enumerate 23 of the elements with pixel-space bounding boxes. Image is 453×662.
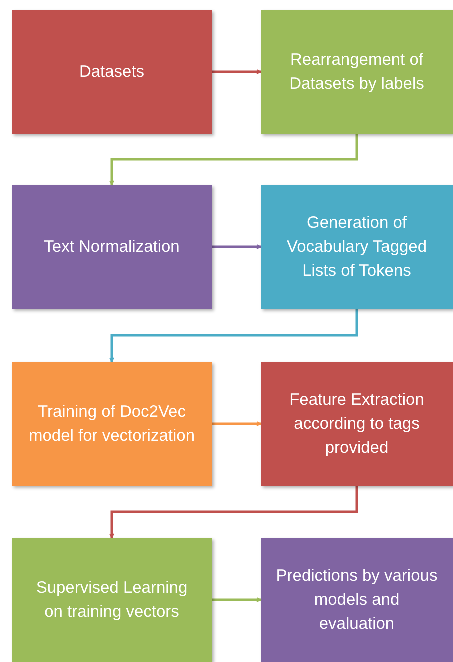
arrow [110, 486, 358, 538]
box-label: Datasets [79, 62, 145, 83]
box-label: Generation of Vocabulary Tagged Lists of Tokens [286, 213, 428, 282]
arrow [212, 598, 262, 602]
arrow [212, 244, 262, 250]
process-box [12, 362, 212, 486]
box-label: Text Normalization [44, 237, 180, 258]
arrow [212, 422, 262, 426]
arrow [110, 134, 358, 186]
arrow [110, 309, 358, 362]
box-label: Rearrangement of Datasets by labels [288, 50, 426, 95]
process-box [261, 538, 453, 662]
box-label: Predictions by various models and evaluation [275, 566, 439, 635]
process-box [12, 538, 212, 662]
box-label: Supervised Learning on training vectors [35, 578, 189, 623]
process-box [12, 10, 212, 134]
arrow [212, 70, 262, 74]
process-box [261, 10, 453, 134]
box-label: Training of Doc2Vec model for vectorization [28, 402, 196, 447]
box-label: Feature Extraction according to tags provided [288, 390, 426, 459]
process-box [261, 362, 453, 486]
process-box [12, 185, 212, 309]
process-box [261, 185, 453, 309]
